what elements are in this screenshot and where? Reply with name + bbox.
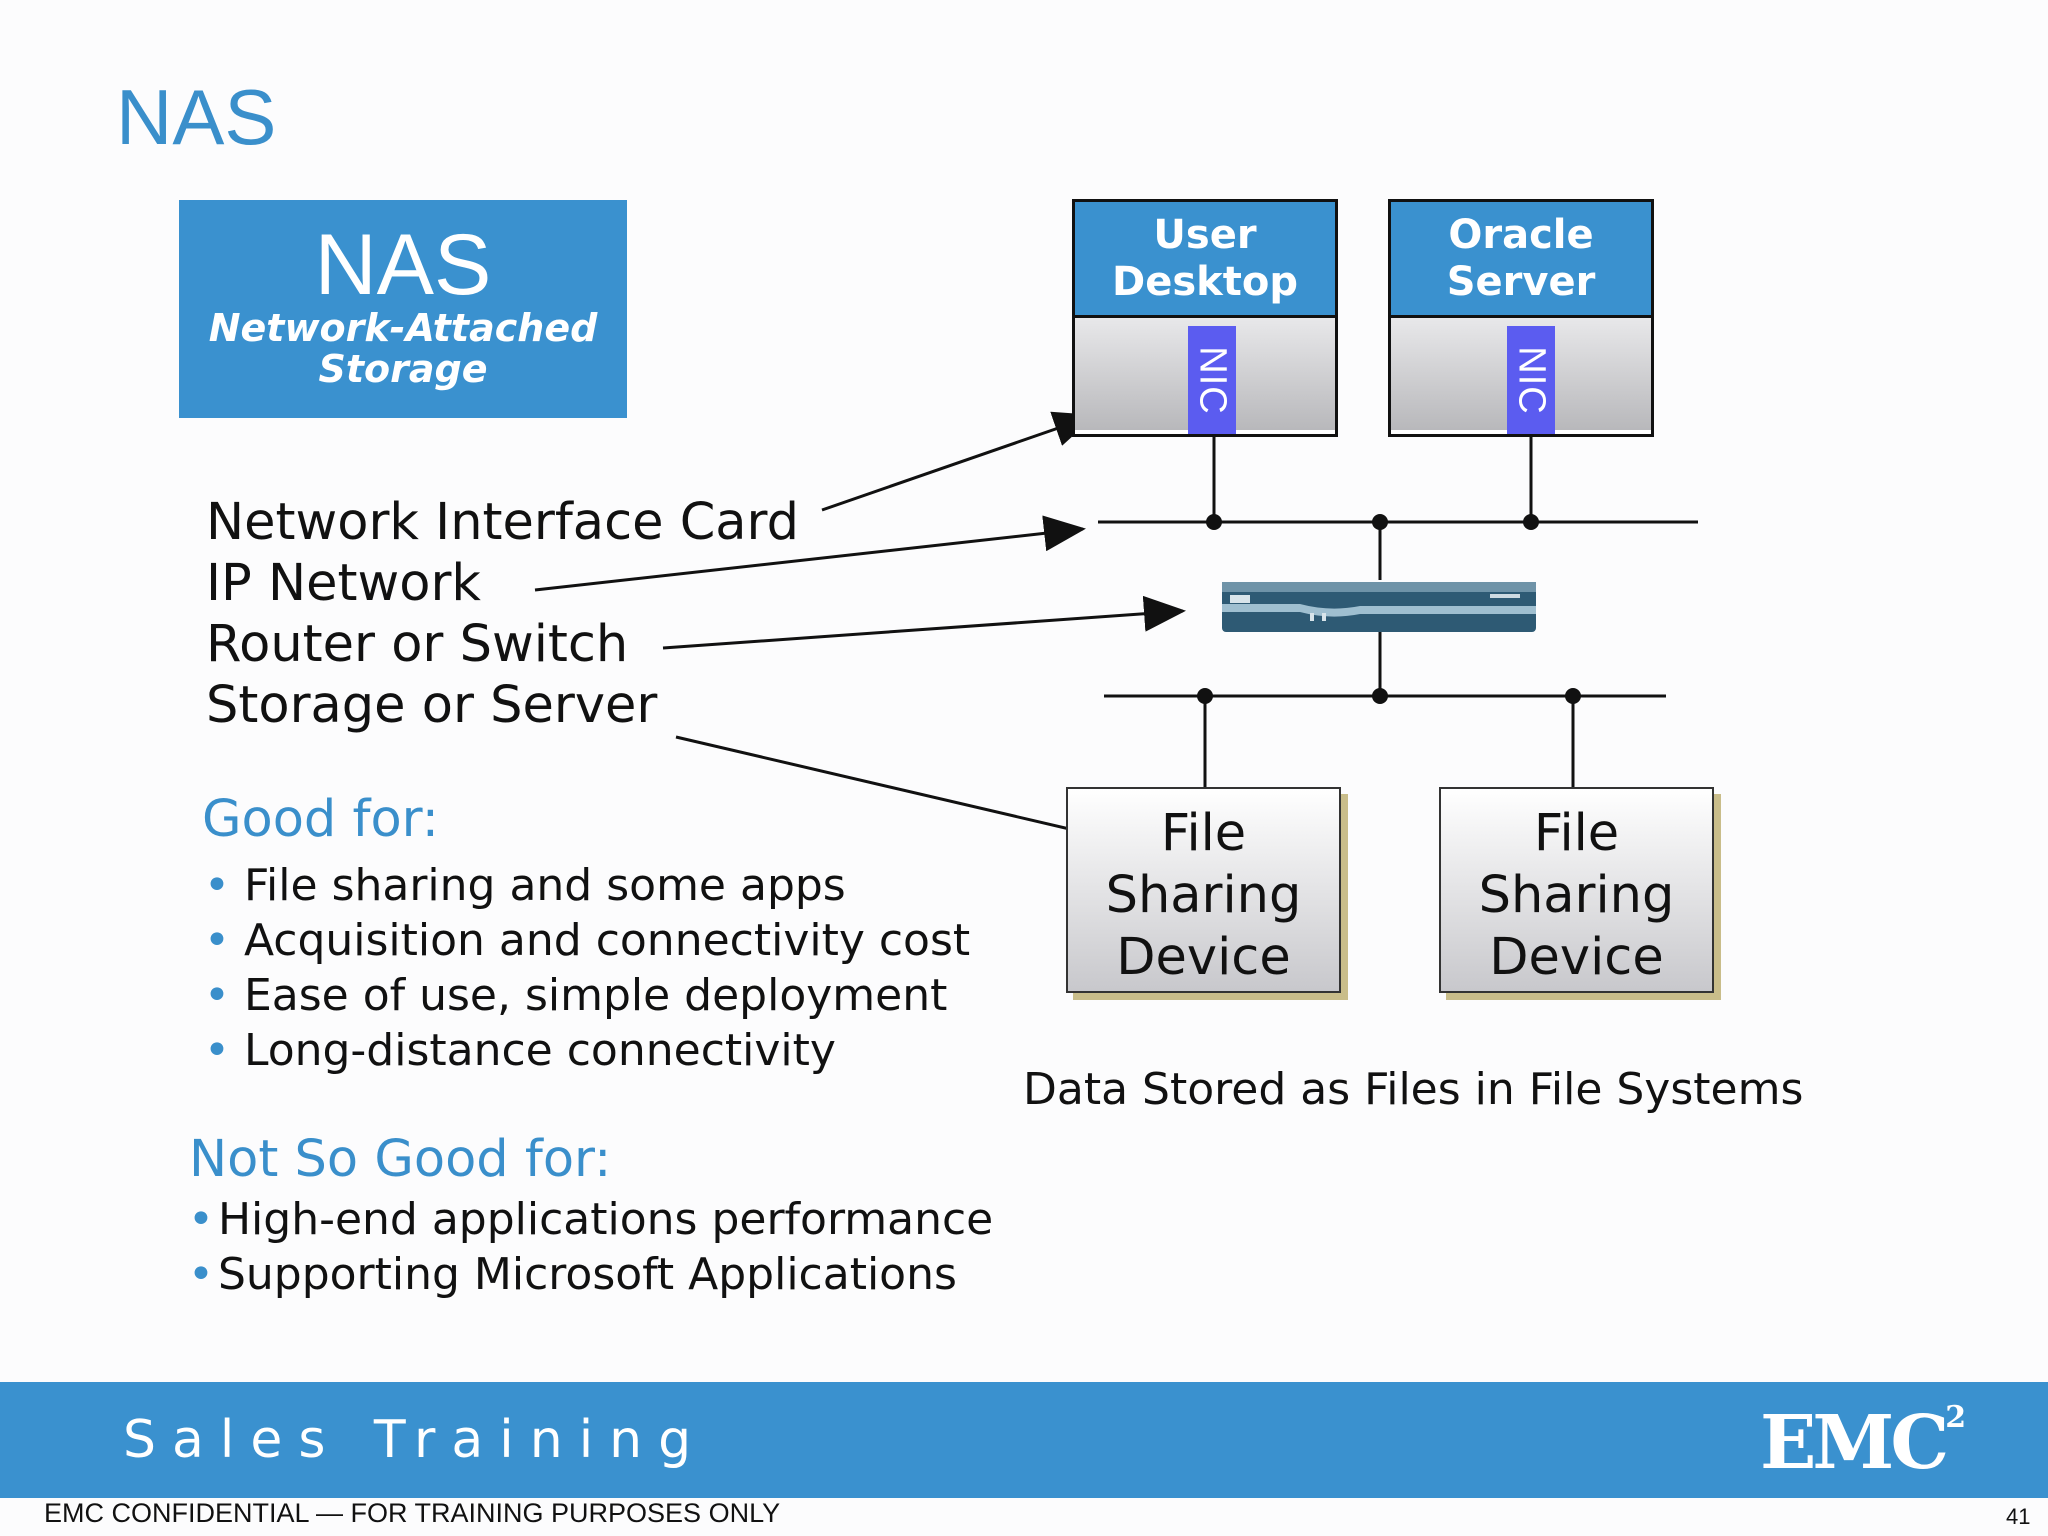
diagram-caption: Data Stored as Files in File Systems xyxy=(1023,1064,1804,1115)
label-ip-network: IP Network xyxy=(206,554,481,613)
nas-expansion-line1: Network-Attached xyxy=(208,306,598,350)
host-oracle-server: Oracle Server NIC xyxy=(1388,199,1654,437)
bullet-icon: • xyxy=(204,970,230,1021)
host-label: User Desktop xyxy=(1075,202,1335,318)
file-sharing-device: File Sharing Device xyxy=(1066,787,1341,993)
nic-card: NIC xyxy=(1507,326,1555,434)
host-user-desktop: User Desktop NIC xyxy=(1072,199,1338,437)
arrow-ip-network xyxy=(534,515,1086,592)
confidential-notice: EMC CONFIDENTIAL — FOR TRAINING PURPOSES… xyxy=(44,1498,781,1528)
not-good-for-list: •High-end applications performance •Supp… xyxy=(188,1192,993,1302)
list-item: •Long-distance connectivity xyxy=(204,1025,836,1076)
nas-acronym: NAS xyxy=(314,217,492,313)
arrow-router xyxy=(662,595,1186,650)
good-for-list: •File sharing and some apps •Acquisition… xyxy=(204,858,970,1078)
component-labels: Network Interface Card IP Network Router… xyxy=(206,492,799,736)
page-number: 41 xyxy=(2006,1504,2031,1529)
list-item: •File sharing and some apps xyxy=(204,860,846,911)
not-good-for-heading: Not So Good for: xyxy=(189,1130,612,1189)
bullet-icon: • xyxy=(188,1194,214,1245)
label-nic: Network Interface Card xyxy=(206,493,799,552)
list-item: •High-end applications performance xyxy=(188,1194,994,1245)
list-item: •Supporting Microsoft Applications xyxy=(188,1249,957,1300)
list-item: •Ease of use, simple deployment xyxy=(204,970,948,1021)
host-label: Oracle Server xyxy=(1391,202,1651,318)
nic-card: NIC xyxy=(1188,326,1236,434)
label-router: Router or Switch xyxy=(206,615,629,674)
file-sharing-device: File Sharing Device xyxy=(1439,787,1714,993)
page-title: NAS xyxy=(116,73,277,161)
good-for-heading: Good for: xyxy=(202,790,439,849)
label-storage: Storage or Server xyxy=(206,676,658,735)
list-item: •Acquisition and connectivity cost xyxy=(204,915,971,966)
footer-title: Sales Training xyxy=(123,1410,708,1470)
footer-band xyxy=(0,1382,2048,1498)
emc-logo: EMC2 xyxy=(1760,1400,1967,1486)
bullet-icon: • xyxy=(188,1249,214,1300)
arrow-storage xyxy=(675,735,1111,847)
bullet-icon: • xyxy=(204,915,230,966)
arrow-nic xyxy=(821,411,1096,512)
nas-definition-box: NAS Network-Attached Storage xyxy=(179,200,627,418)
router-switch-icon xyxy=(1222,582,1536,632)
bullet-icon: • xyxy=(204,860,230,911)
bullet-icon: • xyxy=(204,1025,230,1076)
nas-expansion-line2: Storage xyxy=(318,347,488,391)
